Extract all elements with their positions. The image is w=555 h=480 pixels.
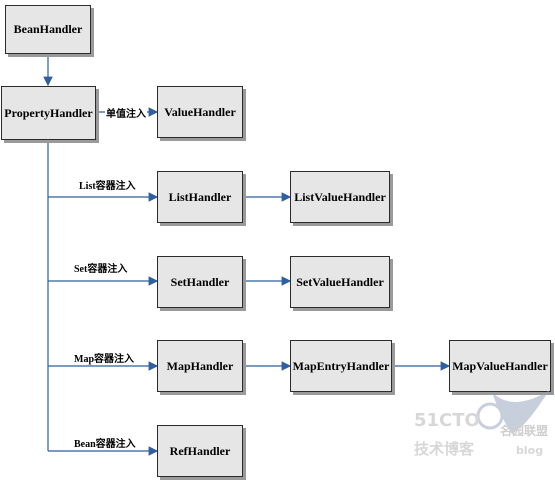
node-map-entry-handler: MapEntryHandler [290, 340, 392, 392]
edge-label-single-value: 单值注入 [105, 105, 147, 120]
watermark-text-cn2: 名园联盟 [500, 424, 549, 438]
node-map-value-handler: MapValueHandler [449, 340, 551, 392]
edge-label-map: Map容器注入 [73, 350, 135, 365]
wing-icon [476, 390, 550, 434]
edge-label-list: List容器注入 [78, 177, 137, 192]
edge-label-bean: Bean容器注入 [73, 435, 137, 450]
watermark-logo: 51CTO 技术博客 名园联盟 blog [412, 382, 552, 470]
node-bean-handler: BeanHandler [5, 5, 91, 54]
node-value-handler: ValueHandler [157, 86, 243, 138]
node-list-handler: ListHandler [157, 171, 243, 223]
edge-label-set: Set容器注入 [73, 260, 129, 275]
node-list-value-handler: ListValueHandler [290, 171, 390, 223]
watermark-url: blog [516, 444, 544, 457]
watermark-text-cn: 技术博客 [414, 440, 475, 458]
node-property-handler: PropertyHandler [1, 86, 96, 140]
node-map-handler: MapHandler [157, 340, 243, 392]
node-ref-handler: RefHandler [157, 425, 243, 477]
node-set-handler: SetHandler [157, 256, 243, 308]
node-set-value-handler: SetValueHandler [290, 256, 390, 308]
watermark-brand: 51CTO [414, 410, 480, 431]
